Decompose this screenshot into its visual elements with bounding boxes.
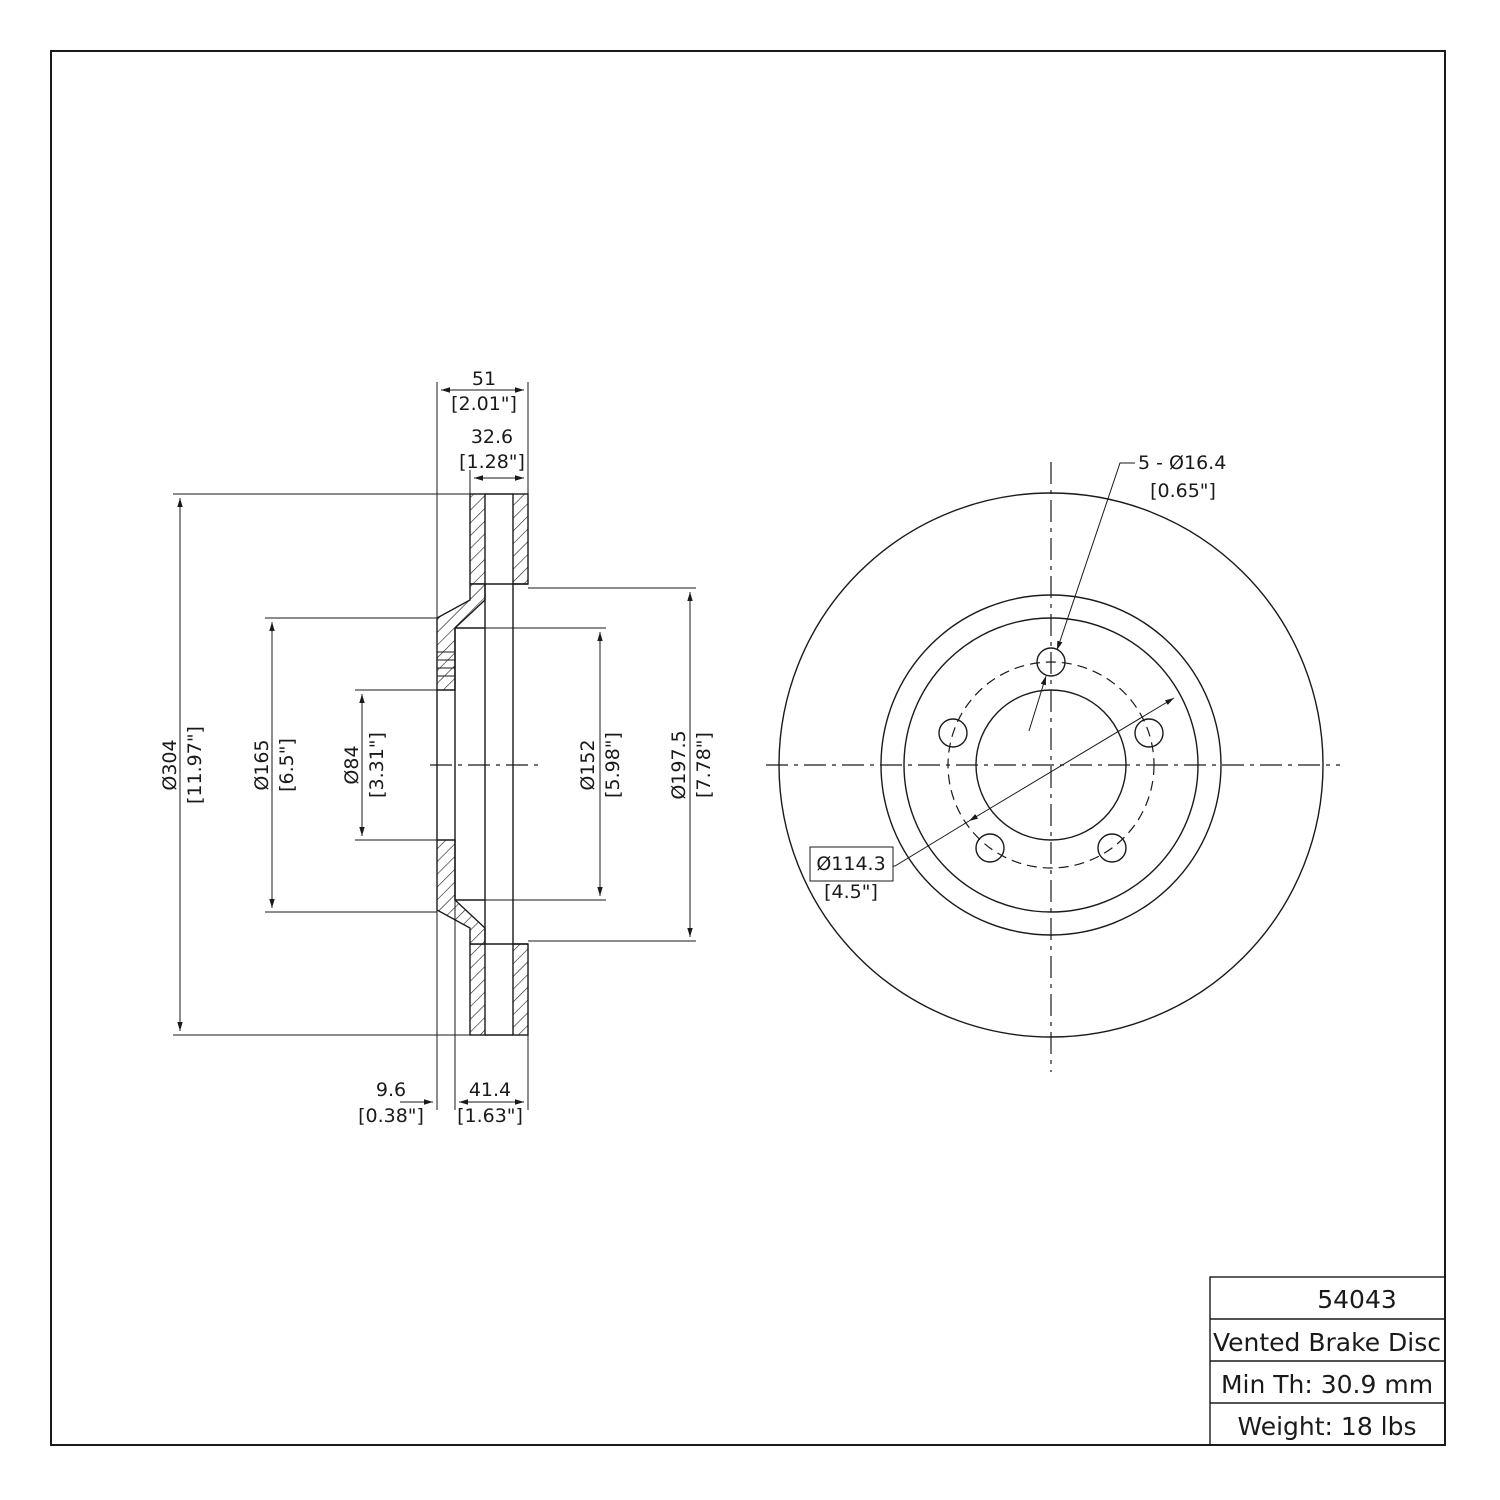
outer-diameter-mm: Ø304: [159, 739, 181, 790]
inboard-plate-top: [512, 493, 529, 585]
hub-depth-mm: 51: [472, 368, 496, 390]
hat-thickness-in: [0.38"]: [358, 1105, 424, 1127]
hat-thickness-mm: 9.6: [376, 1079, 406, 1101]
dimension-labels: 51 [2.01"] 32.6 [1.28"] Ø304 [11.97"] Ø1…: [159, 368, 715, 1127]
outboard-plate-bottom: [469, 943, 486, 1036]
extension-lines: [173, 382, 696, 1110]
overall-height-mm: 41.4: [469, 1079, 511, 1101]
center-bore-mm: Ø84: [341, 745, 363, 784]
bolt-hole: [1097, 833, 1127, 863]
bolt-holes-in: [0.65"]: [1150, 480, 1216, 502]
outer-diameter-in: [11.97"]: [184, 726, 206, 804]
part-description: Vented Brake Disc: [1213, 1328, 1441, 1357]
bolt-circle-in: [4.5"]: [824, 881, 878, 903]
inboard-plate-bottom: [512, 943, 529, 1036]
disc-thickness-mm: 32.6: [471, 426, 513, 448]
inner-hat-diameter-in: [5.98"]: [602, 732, 624, 798]
bolt-hole: [1036, 647, 1066, 677]
min-thickness: Min Th: 30.9 mm: [1221, 1370, 1433, 1399]
bolt-holes-mm: 5 - Ø16.4: [1138, 452, 1226, 474]
drawing-border: [50, 50, 1446, 1446]
inner-hat-diameter-mm: Ø152: [577, 739, 599, 790]
vent-diameter-mm: Ø197.5: [668, 730, 690, 799]
disc-thickness-in: [1.28"]: [459, 451, 525, 473]
hat-neck-top: [436, 583, 486, 691]
hat-diameter-mm: Ø165: [251, 739, 273, 790]
bolt-hole: [975, 833, 1005, 863]
dimension-lines: [177, 387, 693, 1105]
vent-diameter-in: [7.78"]: [693, 732, 715, 798]
hat-neck-bottom: [436, 839, 486, 945]
center-bore-in: [3.31"]: [366, 732, 388, 798]
bolt-hole: [938, 718, 968, 748]
outboard-plate-top: [469, 493, 486, 585]
title-block: 54043 Vented Brake Disc Min Th: 30.9 mm …: [1209, 1276, 1446, 1446]
bolt-circle-label-box: [809, 846, 894, 882]
section-view: [430, 493, 540, 1036]
weight: Weight: 18 lbs: [1237, 1412, 1416, 1441]
hub-depth-in: [2.01"]: [451, 393, 517, 415]
front-view: Ø114.3 [4.5"] 5 - Ø16.4 [0.65"]: [766, 452, 1340, 1072]
part-number: 54043: [1317, 1285, 1397, 1314]
overall-height-in: [1.63"]: [457, 1105, 523, 1127]
hat-diameter-in: [6.5"]: [276, 738, 298, 792]
bolt-circle-mm: Ø114.3: [816, 853, 885, 875]
